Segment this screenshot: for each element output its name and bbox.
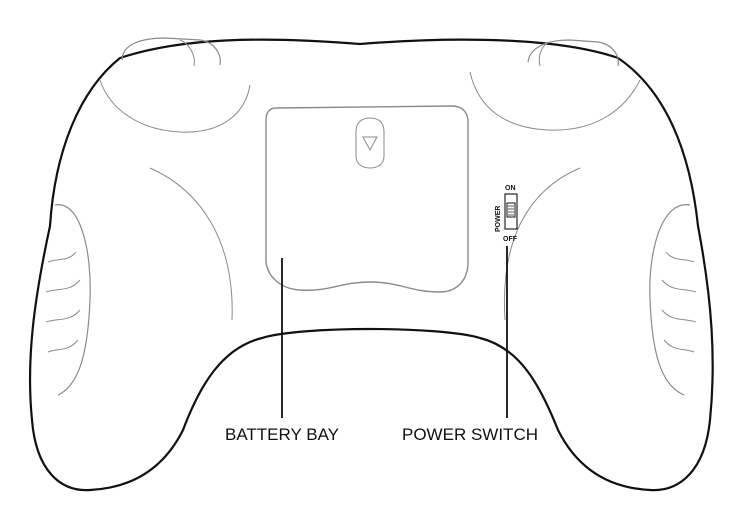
right-grip-ridge (666, 252, 694, 262)
power-switch-on-label: ON (505, 185, 516, 192)
right-upper-dome (470, 72, 640, 130)
power-switch-title: POWER (495, 206, 502, 232)
left-grip-contour (150, 168, 232, 320)
left-grip-ridge (48, 252, 76, 262)
power-switch-off-label: OFF (503, 236, 518, 243)
battery-bay-label: BATTERY BAY (225, 425, 339, 444)
left-grip-ridge (48, 340, 78, 352)
left-upper-dome (100, 80, 250, 132)
left-grip-pad (55, 205, 90, 395)
cover-release-tab (356, 118, 384, 168)
left-grip-ridge (46, 280, 80, 292)
power-switch-label: POWER SWITCH (402, 425, 538, 444)
right-grip-pad (650, 205, 690, 395)
right-grip-ridge (662, 310, 696, 322)
right-grip-ridge (662, 280, 696, 292)
down-arrow-icon (363, 137, 377, 150)
right-grip-ridge (664, 340, 694, 352)
right-grip-contour (504, 168, 580, 320)
left-grip-ridge (46, 310, 80, 322)
battery-bay-cover (266, 106, 468, 292)
